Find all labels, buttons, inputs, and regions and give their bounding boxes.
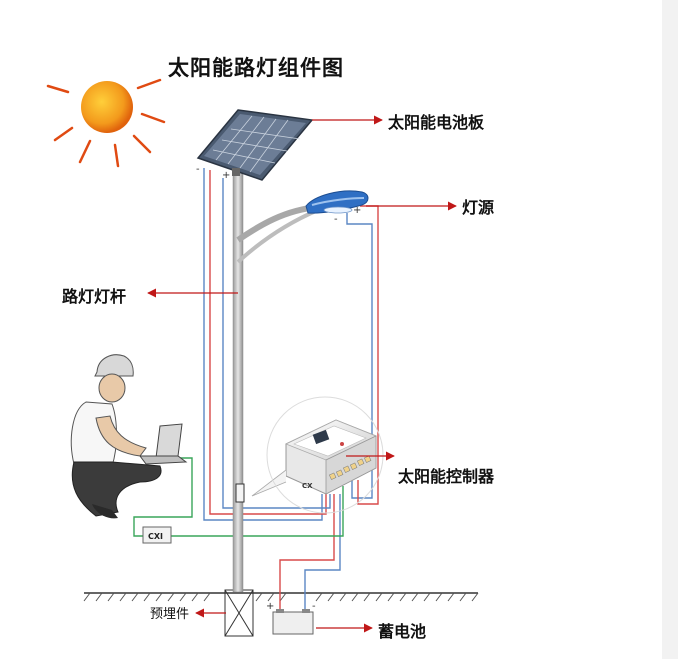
window-edge-strip	[662, 0, 678, 659]
battery-label: 蓄电池	[378, 622, 427, 641]
controller-icon: CX	[251, 396, 384, 514]
svg-text:+: +	[353, 205, 361, 216]
controller-brand-text: CX	[302, 482, 313, 490]
light-source-label: 灯源	[462, 198, 495, 217]
battery-icon: + -	[266, 601, 316, 635]
svg-text:+: +	[222, 170, 230, 181]
svg-text:-: -	[334, 214, 338, 225]
label-arrows	[147, 115, 457, 633]
embedded-part-icon	[224, 589, 254, 637]
meter-brand-text: CXI	[148, 532, 163, 541]
solar-panel-icon: - +	[196, 109, 314, 181]
solar-panel-label: 太阳能电池板	[388, 113, 485, 132]
svg-text:-: -	[196, 164, 200, 175]
controller-label: 太阳能控制器	[398, 467, 495, 486]
lamp-head-icon: - +	[305, 190, 369, 225]
diagram-title: 太阳能路灯组件图	[168, 56, 344, 80]
light-pole	[232, 171, 319, 593]
svg-text:+: +	[266, 601, 274, 612]
light-pole-label: 路灯灯杆	[62, 287, 127, 306]
sun-icon	[46, 78, 166, 168]
embedded-part-label: 预埋件	[150, 607, 190, 622]
svg-text:-: -	[312, 601, 316, 612]
ground-line	[83, 592, 479, 602]
technician-with-laptop-icon	[70, 354, 188, 519]
wiring	[133, 168, 379, 612]
meter-box-icon: CXI	[142, 526, 172, 544]
